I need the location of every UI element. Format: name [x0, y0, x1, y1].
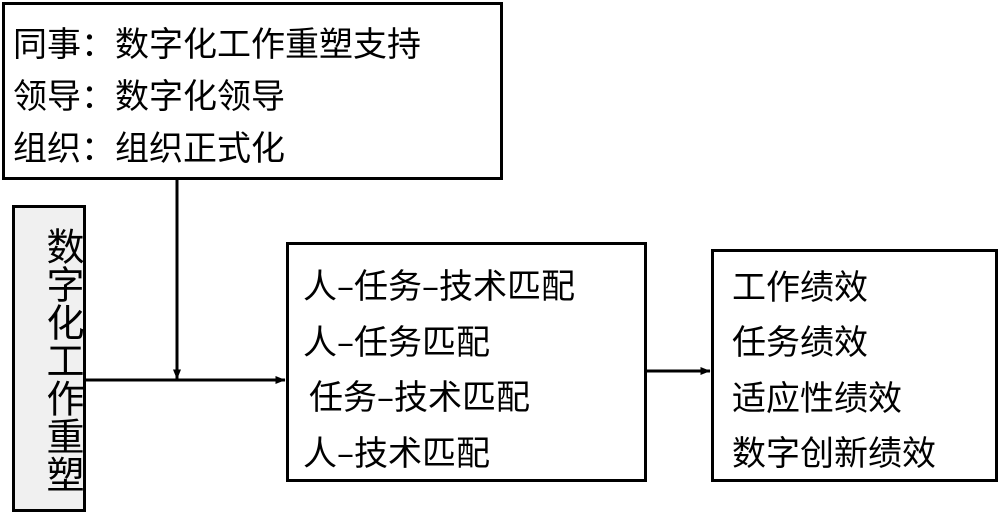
- performance-box: 工作绩效 任务绩效 适应性绩效 数字创新绩效: [711, 249, 998, 482]
- performance-item: 工作绩效: [732, 268, 868, 308]
- fit-item: 人–任务匹配: [303, 323, 490, 363]
- moderators-box: 同事：数字化工作重塑支持 领导：数字化领导 组织：组织正式化: [2, 2, 503, 180]
- moderator-organization: 组织：组织正式化: [13, 129, 285, 169]
- moderator-coworker: 同事：数字化工作重塑支持: [13, 25, 421, 65]
- digital-job-crafting-box: 数字化工作重塑: [12, 205, 86, 512]
- side-box-label: 数字化工作重塑: [40, 227, 84, 493]
- moderator-leader: 领导：数字化领导: [13, 77, 285, 117]
- fit-item: 人–技术匹配: [303, 434, 490, 474]
- performance-item: 数字创新绩效: [732, 434, 936, 474]
- fit-item: 人–任务–技术匹配: [303, 267, 575, 307]
- performance-item: 任务绩效: [732, 323, 868, 363]
- fit-item: 任务–技术匹配: [309, 378, 530, 418]
- performance-item: 适应性绩效: [732, 379, 902, 419]
- fit-box: 人–任务–技术匹配 人–任务匹配 任务–技术匹配 人–技术匹配: [286, 242, 647, 482]
